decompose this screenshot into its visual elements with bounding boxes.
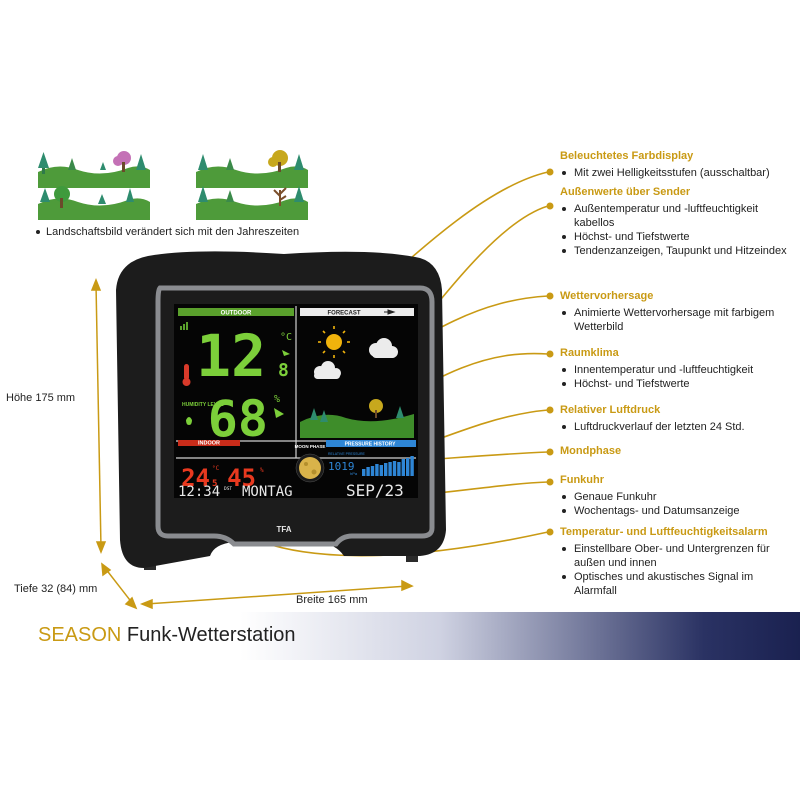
pressure-bar [366,467,370,476]
pressure-history-bars [362,456,414,476]
indoor-humidity-unit: % [260,467,264,474]
depth-label: Tiefe 32 (84) mm [14,583,98,595]
pressure-bar [392,461,397,476]
pressure-history-label: PRESSURE HISTORY [345,442,397,448]
pressure-bar [370,466,375,476]
trend-arrow-icon [282,350,290,356]
outdoor-temp-unit: °C [280,332,292,343]
landscape-winter [196,186,308,220]
feature-heading: Außenwerte über Sender [560,186,691,198]
signal-icon [180,322,188,330]
feature-heading: Mondphase [560,445,622,457]
humidity-trend-icon [274,408,284,418]
outdoor-humidity-unit: % [274,394,280,405]
feature-item: Mit zwei Helligkeitsstufen (ausschaltbar… [560,166,790,180]
outdoor-humidity: 68 [208,390,268,448]
feature-item: Höchst- und Tiefstwerte [560,377,790,391]
feature-item: Genaue Funkuhr [560,490,790,504]
feature-item: Animierte Wettervorhersage mit farbigem … [560,306,790,334]
dst-label: DST [224,486,232,492]
pressure-bar [397,462,401,476]
feature-item: Tendenzanzeigen, Taupunkt und Hitzeindex [560,244,790,258]
landscape-summer [196,150,308,188]
landscape-autumn [38,186,150,220]
date-display: SEP/23 [346,481,404,500]
pressure-value: 1019 [328,460,355,473]
feature-item: Einstellbare Ober- und Untergrenzen für … [560,542,790,570]
forecast-label: FORECAST [328,311,361,317]
cloud-small-icon [314,361,341,379]
feature-item: Luftdruckverlauf der letzten 24 Std. [560,420,790,434]
feature-heading: Funkuhr [560,474,604,486]
feature-items: Luftdruckverlauf der letzten 24 Std. [560,420,790,434]
product-name: Funk-Wetterstation [126,624,296,646]
weekday-display: MONTAG [242,484,293,500]
feature-item: Innentemperatur und -luftfeuchtigkeit [560,363,790,377]
sun-icon [318,326,350,358]
feature-item: Außentemperatur und -luftfeuchtigkeit ka… [560,202,790,230]
moon-icon [295,453,325,483]
feature-block: Mondphase [560,445,790,457]
title-banner: SEASON Funk-Wetterstation [0,612,800,660]
weather-station: OUTDOOR 12 °C 8 HUMIDITY LEVEL 68 % FORE… [116,251,446,570]
feature-heading: Temperatur- und Luftfeuchtigkeitsalarm [560,526,768,538]
display-landscape [300,399,414,438]
feature-items: Animierte Wettervorhersage mit farbigem … [560,306,790,334]
outdoor-temp-decimal: 8 [278,360,289,381]
feature-items: Außentemperatur und -luftfeuchtigkeit ka… [560,202,790,258]
feature-heading: Beleuchtetes Farbdisplay [560,150,694,162]
pressure-bar [384,463,388,476]
product-title: SEASON Funk-Wetterstation [38,624,296,647]
feature-items: Mit zwei Helligkeitsstufen (ausschaltbar… [560,166,790,180]
pressure-bar [362,469,366,476]
feature-item: Optisches und akustisches Signal im Alar… [560,570,790,598]
feature-heading: Relativer Luftdruck [560,404,661,416]
indoor-humidity: 45 [227,464,256,492]
season-caption-text: Landschaftsbild verändert sich mit den J… [46,226,300,238]
moon-phase-label: MOON PHASE [295,444,326,449]
pressure-unit: hPa [350,471,358,476]
indoor-temp-unit: °C [212,465,220,472]
pressure-bar [379,465,383,476]
humidity-level-label: HUMIDITY LEVEL [182,402,224,408]
feature-heading: Wettervorhersage [560,290,654,302]
pressure-bar [375,464,379,476]
cloud-icon [369,338,398,358]
width-label: Breite 165 mm [296,594,368,606]
outdoor-label: OUTDOOR [221,311,252,317]
clock-time: 12:34 [178,484,220,500]
pressure-bar [410,456,414,476]
feature-item: Wochentags- und Datumsanzeige [560,504,790,518]
brand-logo: TFA [276,525,291,534]
forecast-arrow-icon [384,309,396,315]
indoor-temp-decimal: 5 [212,479,217,489]
product-series: SEASON [38,624,122,646]
feature-item: Höchst- und Tiefstwerte [560,230,790,244]
feature-items: Einstellbare Ober- und Untergrenzen für … [560,542,790,598]
landscape-spring [38,151,150,188]
thermometer-icon [182,364,191,386]
pressure-bar [406,458,410,476]
pressure-sub-label: RELATIVE PRESSURE [328,452,366,456]
outdoor-temperature: 12 [196,322,266,390]
indoor-label: INDOOR [198,441,220,447]
pressure-bar [401,459,405,476]
season-caption: Landschaftsbild verändert sich mit den J… [36,226,299,238]
height-label: Höhe 175 mm [6,392,76,404]
feature-heading: Raumklima [560,347,619,359]
humidity-drop-icon [186,417,192,425]
pressure-bar [388,462,392,476]
indoor-temperature: 24 [181,464,210,492]
